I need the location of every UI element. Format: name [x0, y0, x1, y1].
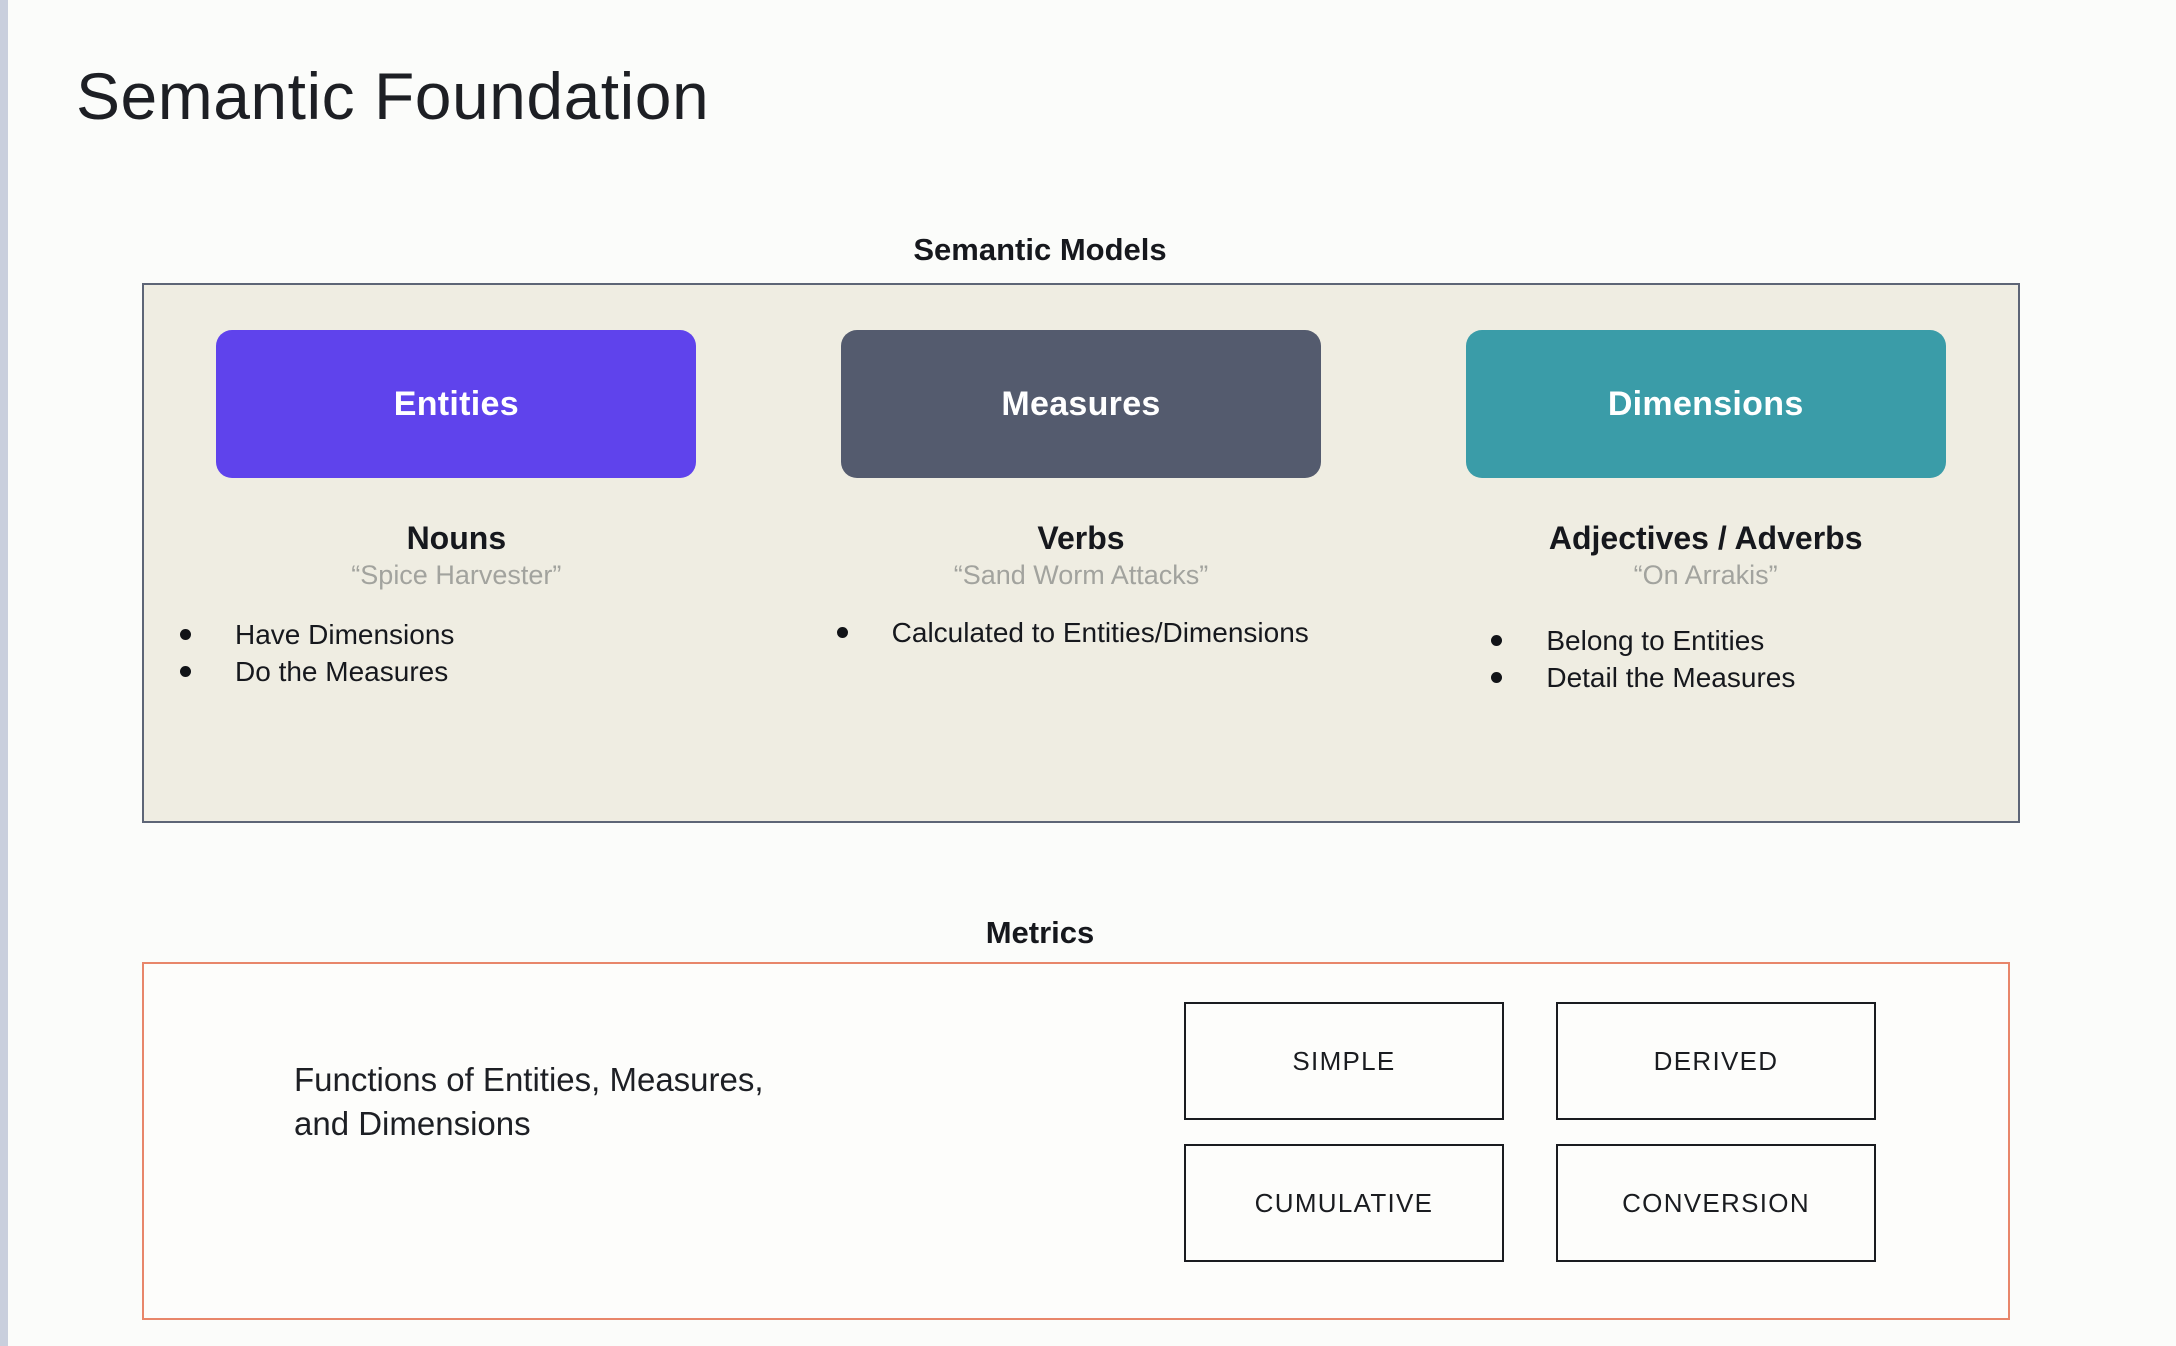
bullet-text: Belong to Entities — [1546, 624, 1765, 656]
bullet-dot-icon — [180, 665, 191, 677]
bullet-list-entities: Have Dimensions Do the Measures — [144, 617, 769, 691]
semantic-models-panel: Entities Nouns “Spice Harvester” Have Di… — [142, 283, 2020, 823]
chip-entities[interactable]: Entities — [216, 330, 697, 478]
metrics-description: Functions of Entities, Measures, and Dim… — [294, 1058, 764, 1145]
bullet-text: Detail the Measures — [1546, 661, 1796, 693]
left-edge-strip — [0, 0, 8, 1346]
semantic-models-columns: Entities Nouns “Spice Harvester” Have Di… — [144, 285, 2018, 821]
list-item: Belong to Entities — [1491, 623, 1764, 658]
model-column-measures: Measures Verbs “Sand Worm Attacks” Calcu… — [769, 285, 1394, 821]
metric-box-cumulative[interactable]: CUMULATIVE — [1184, 1144, 1504, 1262]
bullet-dot-icon — [836, 626, 848, 638]
bullet-text: Calculated to Entities/Dimensions — [891, 616, 1309, 648]
metric-box-simple[interactable]: SIMPLE — [1184, 1002, 1504, 1120]
metric-box-derived[interactable]: DERIVED — [1556, 1002, 1876, 1120]
list-item: Have Dimensions — [180, 617, 454, 652]
list-item: Do the Measures — [180, 654, 448, 689]
metrics-description-line-1: Functions of Entities, Measures, — [294, 1061, 764, 1098]
model-column-entities: Entities Nouns “Spice Harvester” Have Di… — [144, 285, 769, 821]
chip-measures[interactable]: Measures — [841, 330, 1321, 478]
example-dimensions: “On Arrakis” — [1633, 559, 1778, 590]
metric-type-grid: SIMPLE DERIVED CUMULATIVE CONVERSION — [1184, 1002, 1876, 1262]
bullet-text: Have Dimensions — [235, 618, 455, 650]
part-of-speech-dimensions: Adjectives / Adverbs — [1548, 520, 1863, 556]
metric-box-conversion[interactable]: CONVERSION — [1556, 1144, 1876, 1262]
metrics-heading: Metrics — [985, 915, 1095, 950]
page-title: Semantic Foundation — [76, 59, 710, 133]
part-of-speech-measures: Verbs — [1037, 520, 1125, 556]
part-of-speech-entities: Nouns — [406, 520, 507, 556]
model-column-dimensions: Dimensions Adjectives / Adverbs “On Arra… — [1393, 285, 2018, 821]
example-measures: “Sand Worm Attacks” — [953, 559, 1209, 590]
bullet-list-dimensions: Belong to Entities Detail the Measures — [1393, 623, 2018, 697]
metrics-description-line-2: and Dimensions — [294, 1104, 531, 1142]
list-item: Calculated to Entities/Dimensions — [836, 615, 1309, 650]
bullet-text: Do the Measures — [235, 655, 449, 687]
bullet-dot-icon — [1491, 671, 1503, 683]
semantic-models-heading: Semantic Models — [913, 232, 1167, 267]
bullet-list-measures: Calculated to Entities/Dimensions — [769, 615, 1394, 652]
bullet-dot-icon — [1491, 634, 1503, 646]
metrics-panel: Functions of Entities, Measures, and Dim… — [142, 962, 2010, 1320]
example-entities: “Spice Harvester” — [351, 559, 562, 590]
list-item: Detail the Measures — [1491, 660, 1795, 695]
chip-dimensions[interactable]: Dimensions — [1465, 330, 1946, 478]
bullet-dot-icon — [180, 628, 191, 640]
